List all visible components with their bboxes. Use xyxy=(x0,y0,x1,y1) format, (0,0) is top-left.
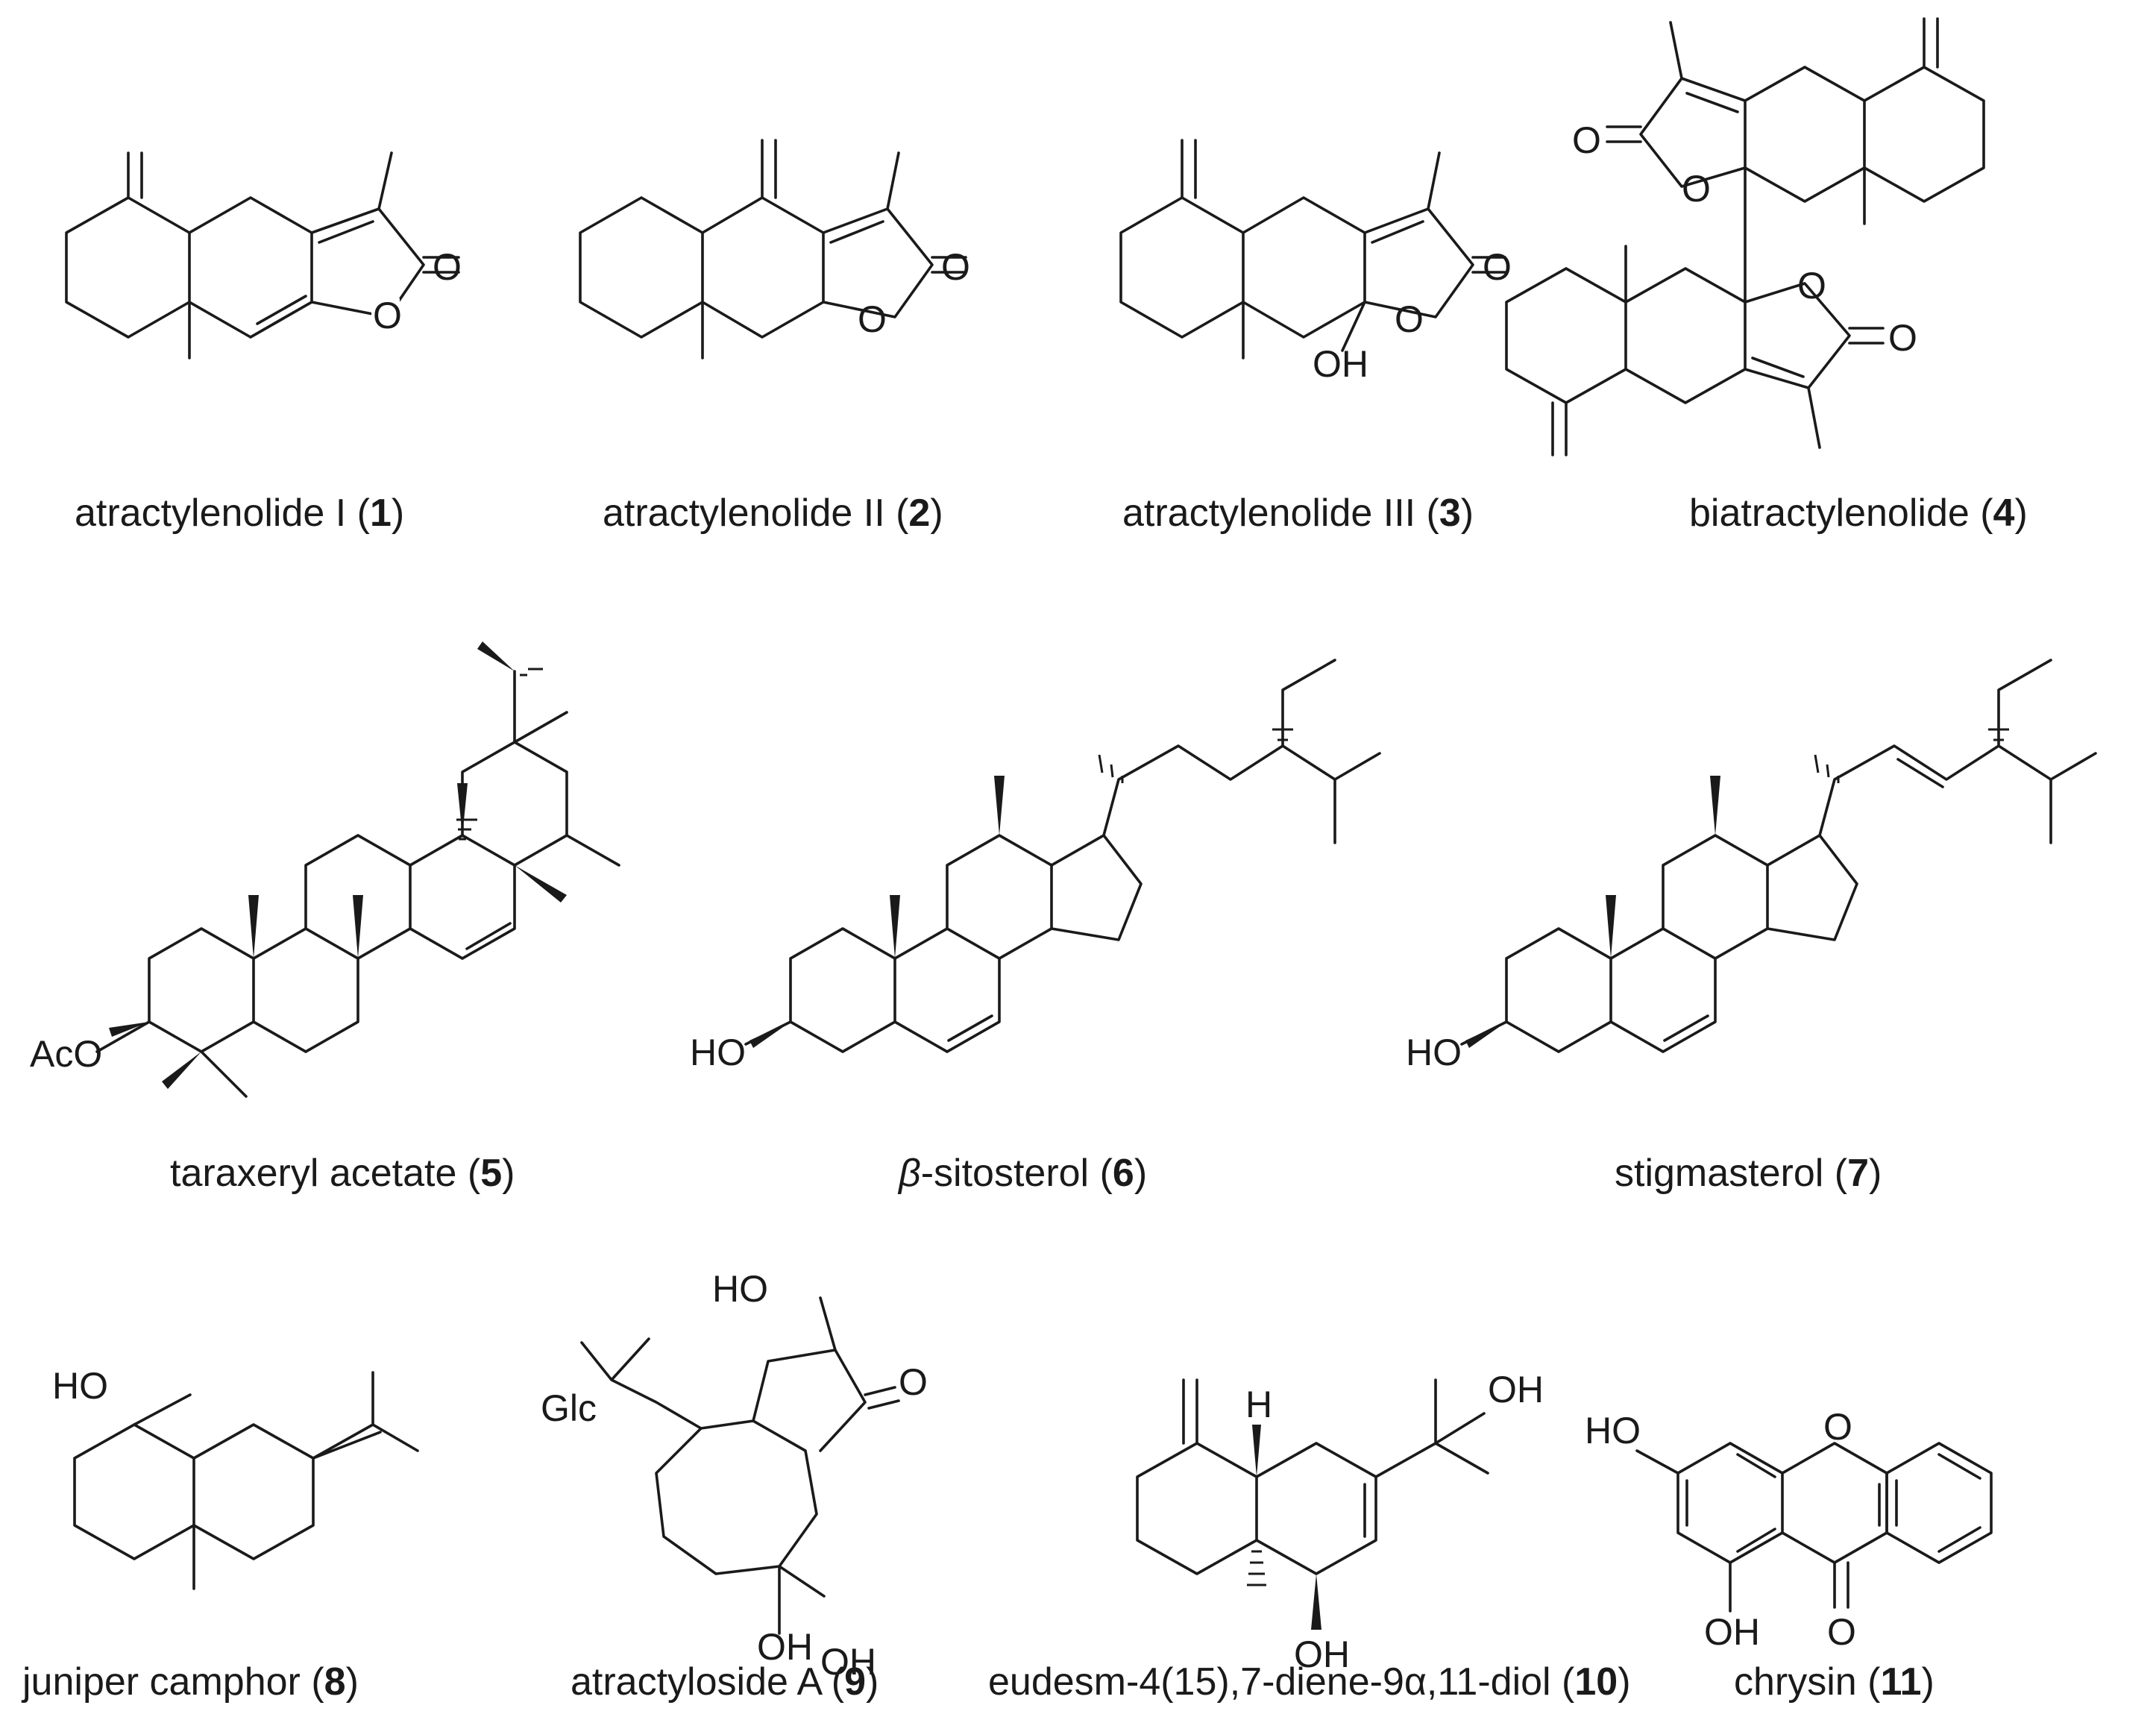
oxygen-label: O xyxy=(1572,119,1601,161)
caption-compound-3: atractylenolide III (3) xyxy=(1122,492,1474,535)
hydroxyl-label: HO xyxy=(712,1268,768,1310)
oxygen-label: O xyxy=(1823,1406,1852,1448)
hydroxyl-label: OH xyxy=(1704,1611,1760,1653)
caption-compound-6: β-sitosterol (6) xyxy=(897,1152,1147,1195)
structure-3 xyxy=(1119,139,1506,360)
structure-1 xyxy=(65,151,460,360)
hydroxyl-label: OH xyxy=(1294,1633,1350,1675)
hydroxyl-label: HO xyxy=(52,1365,108,1407)
oxygen-label: O xyxy=(858,298,887,340)
caption-compound-2: atractylenolide II (2) xyxy=(603,492,943,535)
structure-7 xyxy=(1460,659,2097,1053)
caption-compound-9: atractyloside A (9) xyxy=(571,1660,879,1704)
structure-11 xyxy=(1635,1442,1993,1613)
caption-compound-5: taraxeryl acetate (5) xyxy=(170,1152,515,1195)
structure-4 xyxy=(1505,17,1985,456)
oxygen-label: O xyxy=(1483,246,1512,288)
acetoxy-label: AcO xyxy=(30,1033,102,1075)
caption-compound-11: chrysin (11) xyxy=(1734,1660,1935,1704)
caption-compound-7: stigmasterol (7) xyxy=(1615,1152,1882,1195)
oxygen-label: O xyxy=(1827,1611,1856,1653)
caption-compound-4: biatractylenolide (4) xyxy=(1689,492,2028,535)
hydroxyl-label: HO xyxy=(1406,1032,1462,1073)
hydroxyl-label: HO xyxy=(690,1032,746,1073)
oxygen-label: O xyxy=(1888,317,1917,359)
oxygen-label: O xyxy=(373,295,402,336)
oxygen-label: O xyxy=(899,1361,928,1403)
structure-5 xyxy=(95,670,620,1098)
structure-6 xyxy=(744,659,1381,1053)
oxygen-label: O xyxy=(1682,168,1711,210)
oxygen-label: O xyxy=(1395,298,1424,340)
hydroxyl-label: OH xyxy=(820,1641,876,1683)
oxygen-label: O xyxy=(433,246,462,288)
caption-compound-10: eudesm-4(15),7-diene-9α,11-diol (10) xyxy=(988,1660,1631,1704)
hydroxyl-label: OH xyxy=(1313,343,1368,385)
oxygen-label: O xyxy=(1797,265,1826,307)
caption-compound-1: atractylenolide I (1) xyxy=(75,492,404,535)
structure-10 xyxy=(1136,1378,1489,1575)
caption-compound-8: juniper camphor (8) xyxy=(21,1660,359,1704)
structure-8 xyxy=(73,1371,419,1590)
glucose-label: Glc xyxy=(541,1387,597,1429)
hydroxyl-label: OH xyxy=(757,1626,813,1668)
oxygen-label: O xyxy=(941,246,970,288)
structure-2 xyxy=(579,139,967,360)
hydroxyl-label: OH xyxy=(1488,1369,1544,1410)
hydroxyl-label: HO xyxy=(1585,1410,1641,1451)
structure-9 xyxy=(580,1296,900,1635)
hydrogen-label: H xyxy=(1245,1384,1272,1425)
